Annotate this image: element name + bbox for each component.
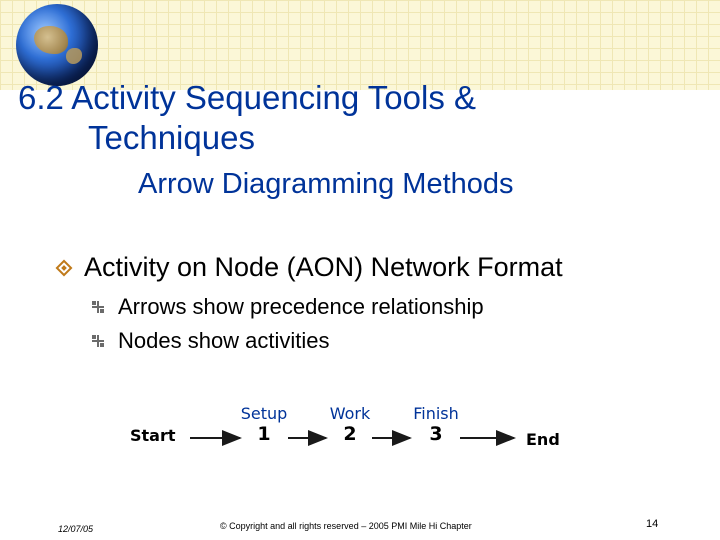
node-finish: Finish 3	[408, 404, 464, 445]
node-start: Start	[130, 426, 176, 445]
sub-bullet-text: Nodes show activities	[118, 328, 330, 353]
node-number: 1	[257, 423, 271, 445]
header-grid-background	[0, 0, 720, 90]
sub-bullet-list: Arrows show precedence relationship Node…	[92, 290, 484, 358]
node-end: End	[526, 430, 560, 449]
footer-date: 12/07/05	[58, 524, 94, 534]
main-bullet: Activity on Node (AON) Network Format	[55, 252, 563, 283]
title-line-2: Techniques	[88, 119, 255, 156]
sub-bullet-text: Arrows show precedence relationship	[118, 294, 484, 319]
node-label: Work	[329, 404, 371, 423]
node-number: 2	[343, 423, 357, 445]
title-line-1: 6.2 Activity Sequencing Tools &	[18, 79, 477, 116]
sub-bullet-item: Nodes show activities	[92, 324, 484, 358]
diamond-bullet-icon	[55, 259, 73, 276]
square-bullet-icon	[92, 301, 104, 313]
square-bullet-icon	[92, 335, 104, 347]
sub-bullet-item: Arrows show precedence relationship	[92, 290, 484, 324]
node-setup: Setup 1	[238, 404, 290, 445]
node-label: Setup	[240, 404, 288, 423]
node-number: 3	[429, 423, 443, 445]
footer-copyright: © Copyright and all rights reserved – 20…	[220, 521, 472, 531]
slide-subtitle: Arrow Diagramming Methods	[138, 168, 514, 200]
node-work: Work 2	[324, 404, 376, 445]
page-number: 14	[646, 518, 659, 530]
main-bullet-text: Activity on Node (AON) Network Format	[84, 252, 563, 282]
node-label: Finish	[413, 404, 459, 423]
globe-icon	[16, 4, 98, 86]
slide-title: 6.2 Activity Sequencing Tools & Techniqu…	[18, 78, 668, 158]
